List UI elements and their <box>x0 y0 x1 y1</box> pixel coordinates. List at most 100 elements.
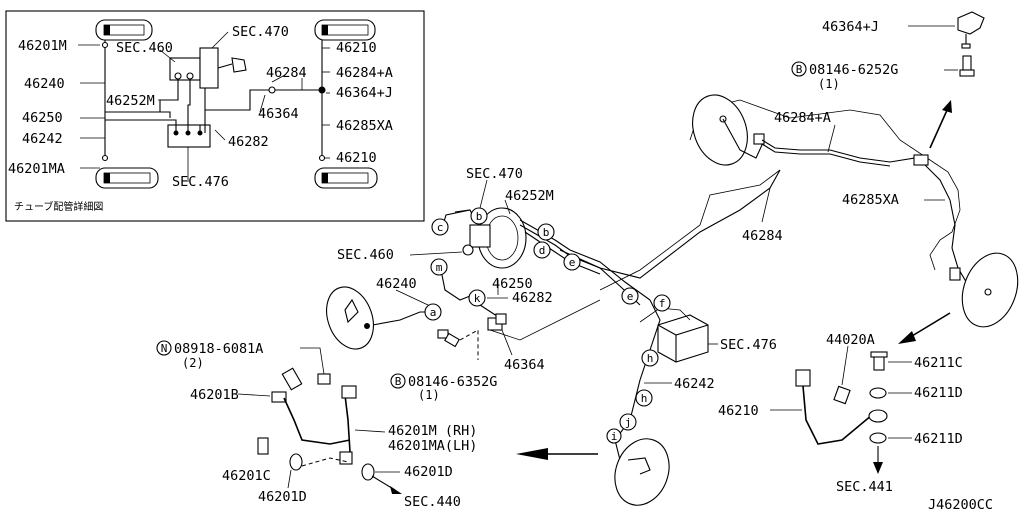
label-46242: 46242 <box>674 376 715 392</box>
label-46210: 46210 <box>718 403 759 419</box>
svg-text:d: d <box>539 244 546 257</box>
label-46201d-left: 46201D <box>258 489 307 505</box>
inset-label-46252m: 46252M <box>106 93 155 109</box>
inset-label-46240: 46240 <box>24 76 65 92</box>
inset-wheel-rear-right <box>314 167 378 189</box>
pipe-clip-h-lower: h <box>635 389 653 407</box>
label-44020a: 44020A <box>826 332 875 348</box>
label-bolt-08146-6352g-qty: (1) <box>418 388 440 402</box>
nut-marker <box>156 340 172 356</box>
inset-label-46210-bot: 46210 <box>336 150 377 166</box>
inset-label-46201m: 46201M <box>18 38 67 54</box>
banjo-fitting <box>868 409 888 423</box>
pipe-clip-b-lower: b <box>537 223 555 241</box>
arrow-to-rear-hose <box>911 312 951 337</box>
label-bolt-08146-6352g: 08146-6352G <box>408 374 497 390</box>
svg-text:a: a <box>430 306 437 319</box>
pipe-clip-d: d <box>533 241 551 259</box>
label-46201ma-lh: 46201MA(LH) <box>388 438 477 454</box>
label-46364: 46364 <box>504 357 545 373</box>
junction-block-46364j <box>957 11 985 49</box>
pipe-clip-f: f <box>653 294 671 312</box>
label-46211d-upper: 46211D <box>914 385 963 401</box>
label-sec441: SEC.441 <box>836 479 893 495</box>
svg-text:b: b <box>476 210 483 223</box>
inset-wheel-front-right <box>314 19 376 41</box>
master-cylinder-assembly <box>454 207 527 269</box>
svg-text:c: c <box>437 221 444 234</box>
svg-text:i: i <box>611 430 618 443</box>
label-46211c: 46211C <box>914 355 963 371</box>
svg-text:e: e <box>569 256 576 269</box>
label-bolt-08146-6252g: 08146-6252G <box>809 62 898 78</box>
label-46240: 46240 <box>376 276 417 292</box>
inset-wheel-front-left <box>95 19 153 41</box>
washer-46201d-right <box>361 463 375 481</box>
svg-text:h: h <box>641 392 648 405</box>
svg-text:e: e <box>627 290 634 303</box>
sec476-unit <box>639 307 709 363</box>
label-sec440: SEC.440 <box>404 494 461 510</box>
inset-label-sec460: SEC.460 <box>116 40 173 56</box>
inset-label-46284a: 46284+A <box>336 65 393 81</box>
svg-text:m: m <box>436 261 443 274</box>
label-bolt-08146-6252g-qty: (1) <box>818 77 840 91</box>
svg-text:h: h <box>647 352 654 365</box>
inset-master-cylinder <box>169 47 247 89</box>
pipe-46242 <box>614 299 661 471</box>
bracket-46364 <box>487 313 507 331</box>
wheel-front-right <box>692 94 748 166</box>
inset-label-46285xa: 46285XA <box>336 118 393 134</box>
bolt-marker-top <box>791 61 807 77</box>
label-46284a: 46284+A <box>774 110 831 126</box>
label-46201b: 46201B <box>190 387 239 403</box>
nut-08918-6081a <box>317 373 331 385</box>
bolt-08146-6352g <box>437 329 460 348</box>
label-46284: 46284 <box>742 228 783 244</box>
inset-label-46364j: 46364+J <box>336 85 393 101</box>
inset-label-sec476: SEC.476 <box>172 174 229 190</box>
pipe-clip-b-upper: b <box>470 207 488 225</box>
label-46211d-lower: 46211D <box>914 431 963 447</box>
inset-caption: チューブ配管詳細図 <box>14 200 103 213</box>
pipe-clip-c: c <box>431 218 449 236</box>
svg-text:k: k <box>474 292 481 305</box>
label-nut-08918-6081a-qty: (2) <box>182 356 204 370</box>
brake-hose-assembly <box>257 367 357 465</box>
svg-text:j: j <box>625 416 632 429</box>
inset-label-46210-top: 46210 <box>336 40 377 56</box>
svg-text:b: b <box>543 226 550 239</box>
inset-label-46242: 46242 <box>22 131 63 147</box>
inset-wheel-rear-left <box>95 167 159 189</box>
inset-label-46282: 46282 <box>228 134 269 150</box>
label-46201d-right: 46201D <box>404 464 453 480</box>
inset-label-sec470: SEC.470 <box>232 24 289 40</box>
wheel-rear-left <box>614 438 670 506</box>
pipe-joint-46364j <box>913 154 929 166</box>
label-46285xa: 46285XA <box>842 192 899 208</box>
bolt-46211c <box>873 355 885 371</box>
label-sec470: SEC.470 <box>466 166 523 182</box>
washer-46201d-left <box>289 453 303 471</box>
inset-label-46201ma: 46201MA <box>8 161 65 177</box>
pipe-clip-i: i <box>606 428 622 444</box>
label-46364j: 46364+J <box>822 19 879 35</box>
pipe-clip-e-lower: e <box>621 287 639 305</box>
pipe-clip-j: j <box>619 413 637 431</box>
pipe-clip-k: k <box>468 289 486 307</box>
label-sec476: SEC.476 <box>720 337 777 353</box>
diagram-code: J46200CC <box>928 497 993 512</box>
svg-text:f: f <box>659 297 666 310</box>
inset-label-46250: 46250 <box>22 110 63 126</box>
bolt-marker-top-letter: B <box>796 63 803 76</box>
label-46252m: 46252M <box>505 188 554 204</box>
pipe-clip-m: m <box>430 258 448 276</box>
label-46250: 46250 <box>492 276 533 292</box>
arrow-to-junction <box>929 107 949 149</box>
nut-marker-letter: N <box>161 342 168 355</box>
label-nut-08918-6081a: 08918-6081A <box>174 341 263 357</box>
pipe-46284 <box>559 169 781 279</box>
bolt-marker-mid-letter: B <box>395 375 402 388</box>
body-outline-mid <box>599 169 781 291</box>
